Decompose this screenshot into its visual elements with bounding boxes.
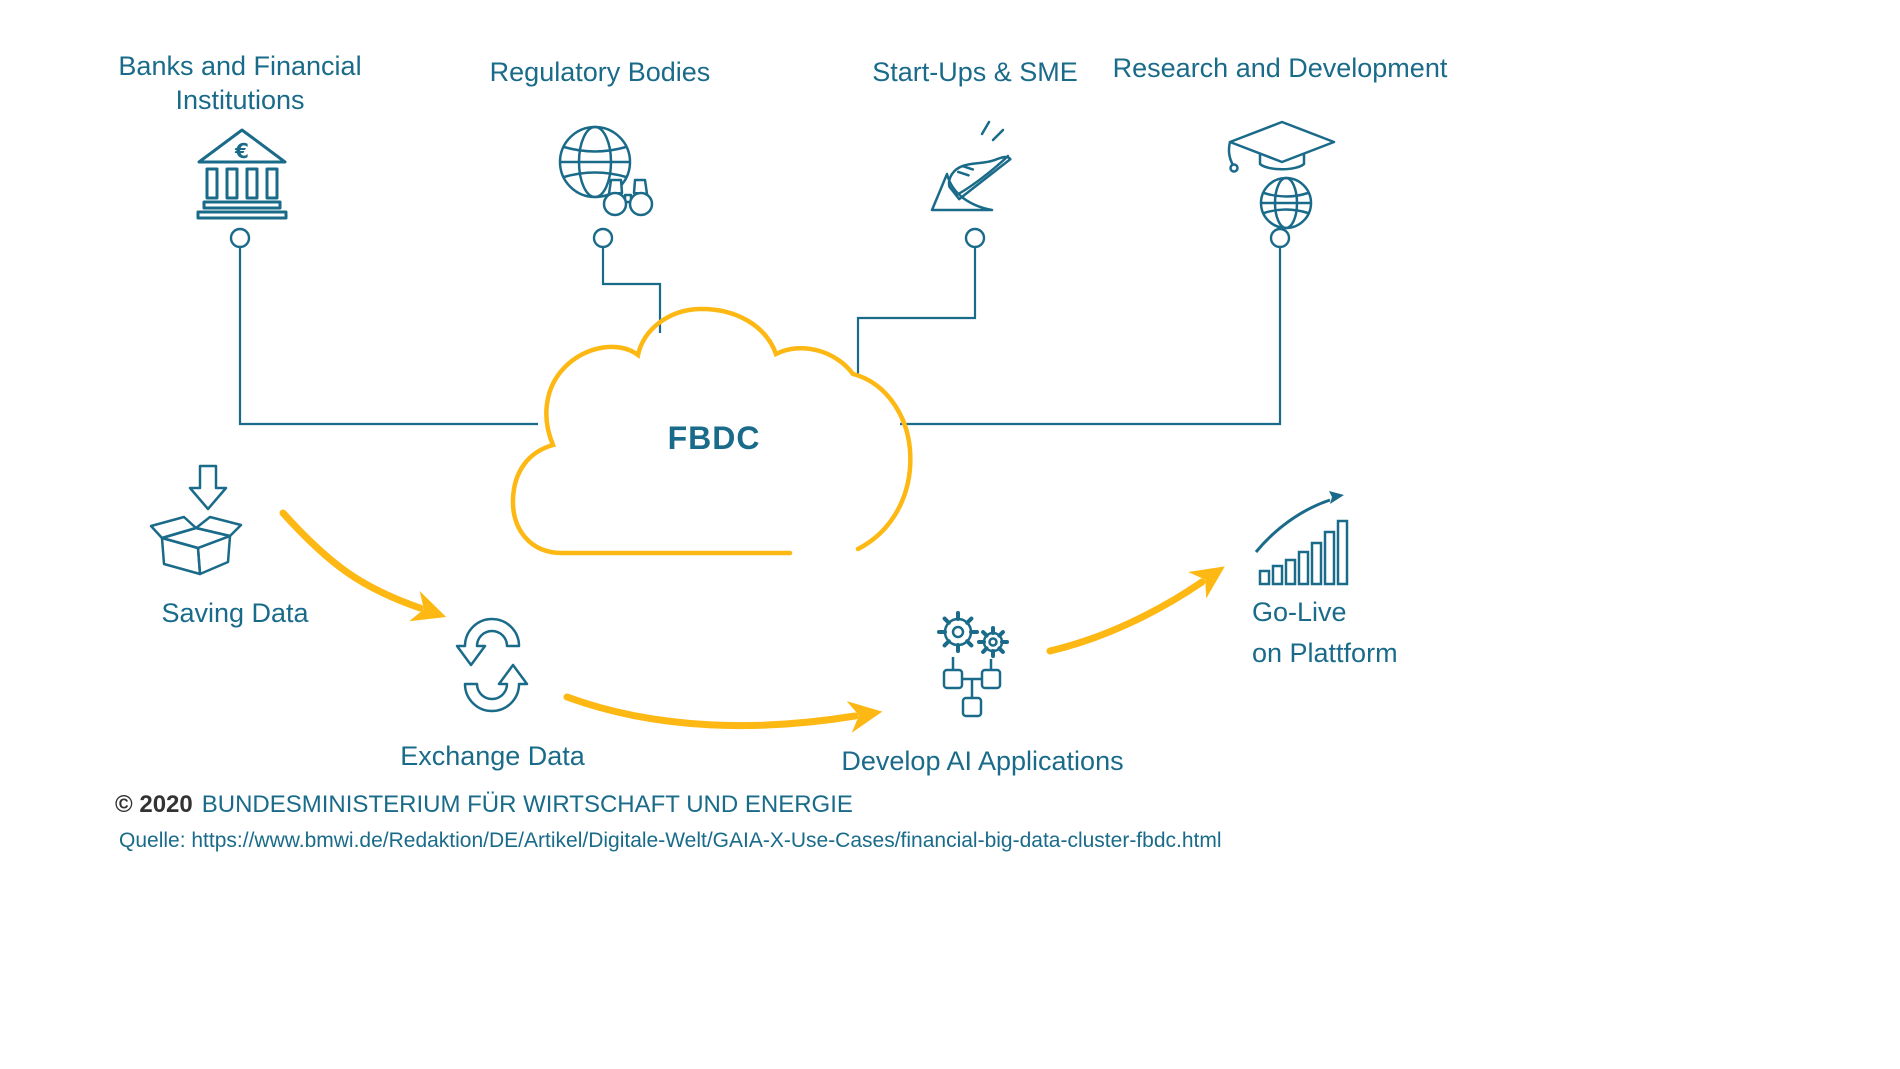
bank-icon: € bbox=[196, 128, 288, 220]
node-banks bbox=[229, 227, 251, 249]
startup-shoe-icon bbox=[930, 120, 1012, 212]
fbdc-cloud-label: FBDC bbox=[667, 420, 761, 456]
connector-nodes bbox=[229, 227, 1291, 249]
gears-flowchart-icon bbox=[937, 611, 1009, 718]
copyright-year: © 2020 bbox=[115, 791, 193, 818]
label-line: Institutions bbox=[175, 85, 305, 115]
node-research bbox=[1269, 227, 1291, 249]
connector-banks bbox=[238, 247, 538, 426]
stakeholder-label-startups: Start-Ups & SME bbox=[820, 55, 1130, 89]
saving-data-box-icon bbox=[149, 464, 243, 576]
label-line: Start-Ups & SME bbox=[872, 57, 1078, 87]
copyright-line: © 2020 BUNDESMINISTERIUM FÜR WIRTSCHAFT U… bbox=[115, 791, 853, 819]
graduation-cap-globe-icon bbox=[1227, 120, 1336, 230]
golive-bar-chart-icon bbox=[1254, 491, 1349, 586]
arrow-exchange-to-develop bbox=[563, 693, 883, 733]
globe-binoculars-icon bbox=[558, 125, 654, 217]
connector-regulatory bbox=[601, 247, 662, 333]
label-line: Exchange Data bbox=[400, 741, 585, 771]
ministry-name: BUNDESMINISTERIUM FÜR WIRTSCHAFT UND ENE… bbox=[201, 791, 853, 818]
label-line: Research and Development bbox=[1112, 53, 1448, 83]
process-arrows bbox=[279, 509, 1225, 733]
euro-symbol: € bbox=[234, 139, 249, 163]
label-line: Develop AI Applications bbox=[841, 746, 1124, 776]
node-startups bbox=[964, 227, 986, 249]
label-line: Saving Data bbox=[161, 598, 309, 628]
process-label-saving-data: Saving Data bbox=[110, 596, 360, 630]
label-line: Go-Live bbox=[1252, 597, 1347, 627]
process-label-golive: Go-Live on Plattform bbox=[1252, 592, 1492, 674]
label-line: Regulatory Bodies bbox=[489, 57, 711, 87]
source-line: Quelle: https://www.bmwi.de/Redaktion/DE… bbox=[119, 829, 1222, 852]
node-regulatory bbox=[592, 227, 614, 249]
stakeholder-label-banks: Banks and Financial Institutions bbox=[90, 49, 390, 117]
stakeholder-label-regulatory: Regulatory Bodies bbox=[450, 55, 750, 89]
process-label-develop-ai: Develop AI Applications bbox=[825, 744, 1140, 778]
arrow-develop-to-golive bbox=[1046, 566, 1225, 655]
connector-research bbox=[900, 247, 1282, 426]
process-label-exchange-data: Exchange Data bbox=[365, 739, 620, 773]
arrow-saving-to-exchange bbox=[279, 509, 447, 622]
stakeholder-label-research: Research and Development bbox=[1095, 51, 1465, 85]
label-line: Banks and Financial bbox=[118, 51, 362, 81]
label-line: on Plattform bbox=[1252, 638, 1398, 668]
fbdc-cloud-outline bbox=[510, 306, 913, 556]
connector-lines bbox=[238, 247, 1282, 426]
connector-startups bbox=[856, 247, 977, 376]
exchange-data-arrows-icon bbox=[455, 617, 529, 713]
